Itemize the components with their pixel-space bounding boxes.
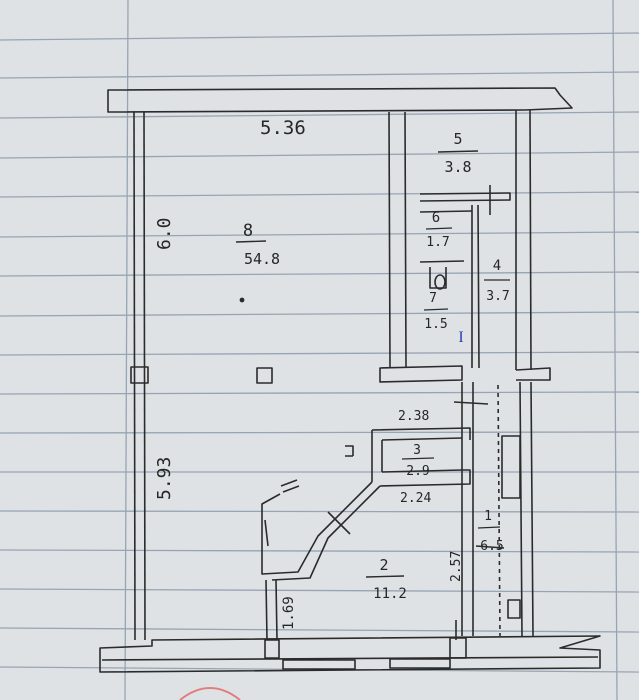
room-6-area: 1.7: [426, 235, 449, 250]
room-5-number: 5: [453, 130, 462, 148]
room-3-number: 3: [413, 443, 421, 458]
room-6-number: 6: [432, 210, 440, 226]
blue-mark: I: [458, 329, 463, 346]
room-2-area: 11.2: [373, 586, 407, 602]
walls: [99, 87, 601, 673]
room-1-area: 6.5: [480, 539, 503, 554]
room-5-area: 3.8: [444, 158, 471, 176]
dimension-labels: 5.36 6.0 5.93 1.69 2.38 2.24 2.57: [154, 117, 464, 630]
left-wall-upper-label: 6.0: [154, 217, 175, 250]
room-labels: 8 54.8 5 3.8 6 1.7 4 3.7 7 1.5 I 3 2.9 1…: [235, 130, 510, 602]
room-2-number: 2: [379, 556, 388, 574]
room-7-area: 1.5: [424, 317, 447, 332]
room-3-area: 2.9: [406, 464, 429, 479]
room2-side-label: 2.57: [449, 551, 464, 582]
room3-bottom-label: 2.24: [400, 491, 431, 506]
room-7-number: 7: [429, 291, 437, 306]
overall-width-label: 5.36: [260, 117, 306, 139]
bottom-left-label: 1.69: [281, 596, 297, 630]
room3-top-label: 2.38: [398, 409, 429, 424]
margin-mark: [179, 687, 241, 700]
room-1-number: 1: [484, 509, 492, 524]
left-wall-lower-label: 5.93: [154, 457, 175, 500]
room-4-number: 4: [493, 258, 501, 274]
room-8-number: 8: [243, 221, 253, 241]
room-8-area: 54.8: [244, 250, 280, 268]
room-4-area: 3.7: [486, 289, 509, 304]
